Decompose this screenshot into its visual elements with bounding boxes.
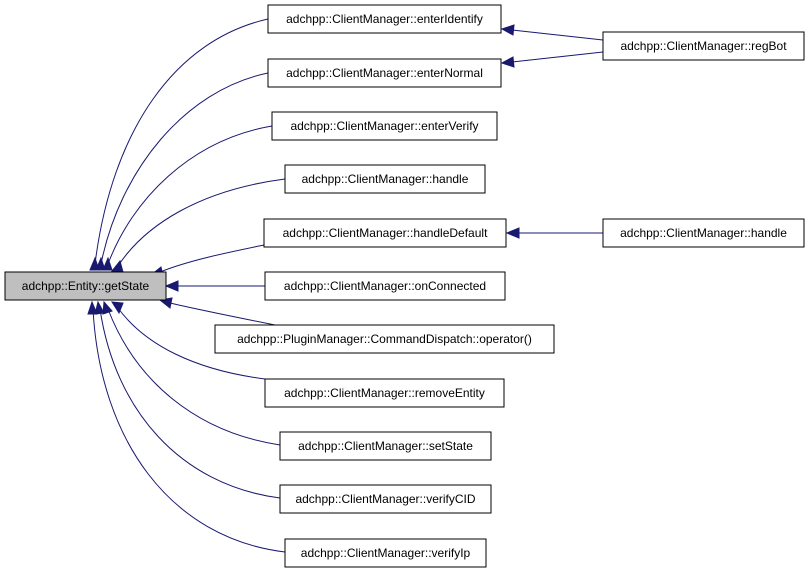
edge-regBot-to-enterNormal (511, 51, 604, 63)
edge-verifyIp-to-root (92, 308, 286, 553)
arrowhead (164, 280, 179, 292)
arrowhead (95, 256, 106, 271)
arrowhead (102, 300, 113, 315)
arrowhead (111, 301, 124, 315)
node-enterVerify-label: adchpp::ClientManager::enterVerify (290, 119, 478, 133)
edge-handleDefault-to-root (159, 244, 265, 273)
node-handle[interactable]: adchpp::ClientManager::handle (284, 164, 486, 194)
edge-setState-to-root (107, 308, 281, 446)
edge-handle-to-root (117, 178, 286, 267)
node-onConnected[interactable]: adchpp::ClientManager::onConnected (264, 271, 506, 301)
node-onConnected-label: adchpp::ClientManager::onConnected (284, 279, 486, 293)
node-root-label: adchpp::Entity::getState (22, 279, 150, 293)
node-enterIdentify-label: adchpp::ClientManager::enterIdentify (286, 12, 483, 26)
node-operator[interactable]: adchpp::PluginManager::CommandDispatch::… (214, 324, 555, 354)
node-verifyCID[interactable]: adchpp::ClientManager::verifyCID (279, 484, 492, 514)
arrowhead (505, 227, 520, 239)
arrowhead (94, 300, 105, 315)
edge-operator-to-root (169, 302, 276, 326)
node-removeEntity[interactable]: adchpp::ClientManager::removeEntity (264, 378, 505, 408)
node-regBot-label: adchpp::ClientManager::regBot (620, 39, 787, 53)
arrowhead (500, 56, 515, 68)
arrowhead (111, 259, 124, 273)
node-verifyCID-label: adchpp::ClientManager::verifyCID (295, 492, 475, 506)
edge-removeEntity-to-root (117, 307, 266, 380)
node-enterNormal-label: adchpp::ClientManager::enterNormal (286, 66, 483, 80)
node-enterVerify[interactable]: adchpp::ClientManager::enterVerify (271, 111, 498, 141)
edge-enterIdentify-to-root (94, 18, 269, 265)
edge-enterNormal-to-root (100, 72, 269, 265)
node-removeEntity-label: adchpp::ClientManager::removeEntity (284, 386, 485, 400)
edge-verifyCID-to-root (99, 308, 281, 499)
node-regBot[interactable]: adchpp::ClientManager::regBot (602, 31, 805, 61)
edge-regBot-to-enterIdentify (511, 29, 604, 41)
nodes: adchpp::Entity::getState adchpp::ClientM… (4, 4, 805, 568)
node-root[interactable]: adchpp::Entity::getState (4, 271, 167, 301)
node-handleDefault[interactable]: adchpp::ClientManager::handleDefault (263, 218, 507, 248)
node-handle-label: adchpp::ClientManager::handle (302, 172, 469, 186)
node-handle2-label: adchpp::ClientManager::handle (620, 226, 787, 240)
node-verifyIp-label: adchpp::ClientManager::verifyIp (301, 546, 471, 560)
node-setState-label: adchpp::ClientManager::setState (298, 439, 473, 453)
node-enterNormal[interactable]: adchpp::ClientManager::enterNormal (267, 58, 502, 88)
node-enterIdentify[interactable]: adchpp::ClientManager::enterIdentify (267, 4, 502, 34)
node-handle2[interactable]: adchpp::ClientManager::handle (602, 218, 805, 248)
node-setState[interactable]: adchpp::ClientManager::setState (279, 431, 492, 461)
edge-enterVerify-to-root (107, 125, 273, 265)
node-handleDefault-label: adchpp::ClientManager::handleDefault (283, 226, 488, 240)
arrowhead (102, 256, 113, 271)
node-operator-label: adchpp::PluginManager::CommandDispatch::… (237, 332, 532, 346)
arrowhead (500, 24, 515, 36)
arrowhead (87, 300, 98, 315)
node-verifyIp[interactable]: adchpp::ClientManager::verifyIp (284, 538, 487, 568)
